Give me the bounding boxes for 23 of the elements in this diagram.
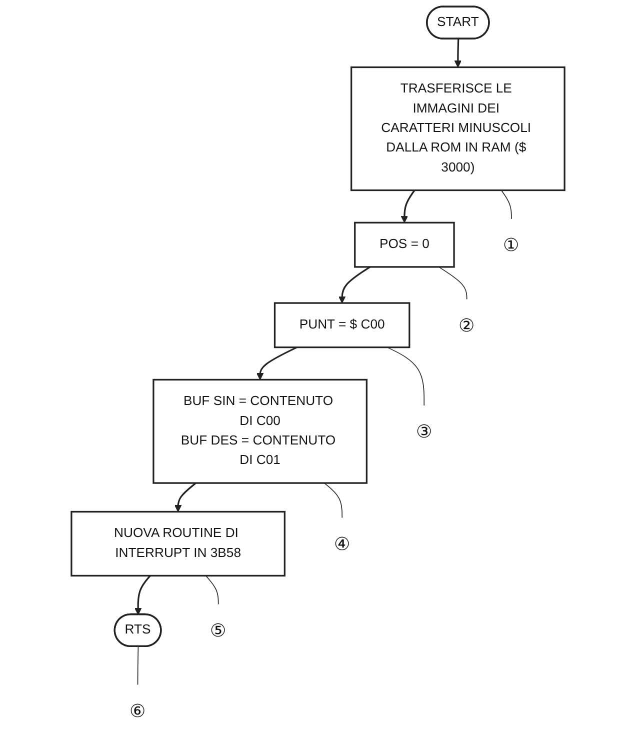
arrow xyxy=(400,190,416,223)
connector xyxy=(324,482,342,518)
arrow xyxy=(174,482,196,512)
node-text: ④ xyxy=(334,533,350,554)
node-box: PUNT = $ C00 xyxy=(274,302,410,348)
node-text: ⑥ xyxy=(130,700,146,721)
connector xyxy=(386,346,424,406)
arrow xyxy=(134,575,151,615)
connector xyxy=(438,266,468,300)
arrow xyxy=(454,38,462,68)
arrow xyxy=(338,266,371,304)
connector xyxy=(500,190,512,220)
node-box: BUF SIN = CONTENUTO DI C00 BUF DES = CONTENUTO DI C01 xyxy=(152,378,368,484)
connector xyxy=(205,575,219,605)
node-text: ② xyxy=(458,314,476,336)
connector xyxy=(137,646,139,686)
node-box: TRASFERISCE LE IMMAGINI DEI CARATTERI MINUSCOLI DALLA ROM IN RAM ($ 3000) xyxy=(350,66,566,192)
node-text: ③ xyxy=(416,421,432,442)
node-box: NUOVA ROUTINE DI INTERRUPT IN 3B58 xyxy=(70,510,286,577)
node-text: ① xyxy=(503,234,520,256)
arrow xyxy=(256,346,298,380)
node-text: ⑤ xyxy=(210,620,227,640)
node-box: POS = 0 xyxy=(354,222,455,268)
